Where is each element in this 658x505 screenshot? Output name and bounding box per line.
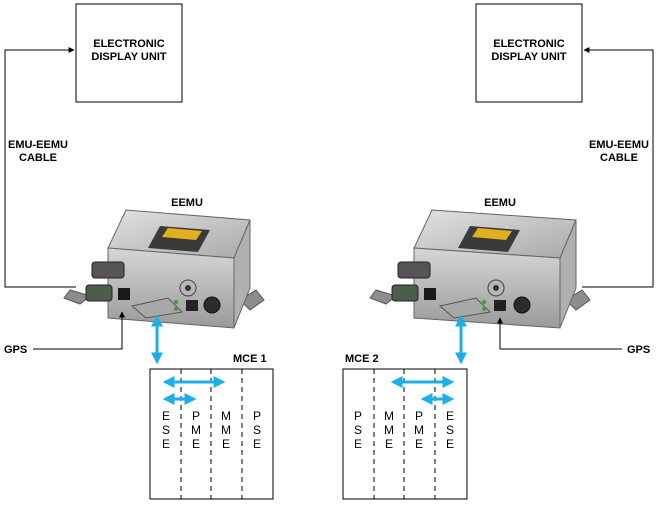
left-eemu-label: EEMU [171,197,203,209]
right-mce-col3-letter: P [415,409,423,423]
left-emu-eemu-cable [4,47,76,288]
left-mce-col1-letter: S [162,423,170,437]
right-mce-col-2: M M E [384,409,394,451]
left-mce-col2-letter: M [191,423,201,437]
left-gps-label: GPS [4,344,27,356]
right-mce-col-3: P M E [414,409,424,451]
right-display-unit-line2: DISPLAY UNIT [491,51,566,63]
right-mce-col3-letter: M [414,423,424,437]
right-display-unit-line1: ELECTRONIC [493,38,565,50]
left-display-unit-line2: DISPLAY UNIT [91,51,166,63]
left-mce-col1-letter: E [162,437,170,451]
right-mce-col4-letter: S [446,423,454,437]
right-gps-label: GPS [627,344,650,356]
left-mce-col4-letter: E [253,437,261,451]
right-mce-col1-letter: P [354,409,362,423]
right-mce-col2-letter: E [385,437,393,451]
left-mce-col2-letter: P [192,409,200,423]
left-mce-col3-letter: M [221,423,231,437]
left-display-unit-line1: ELECTRONIC [93,38,165,50]
right-mce-box [342,368,468,500]
right-mce-col4-letter: E [446,409,454,423]
left-eemu-device [63,209,265,329]
left-mce-col-2: P M E [191,409,201,451]
right-gps-line [497,317,622,350]
left-mce-col4-letter: S [253,423,261,437]
right-mce-col2-letter: M [384,423,394,437]
left-mce-col1-letter: E [162,409,170,423]
left-mce-col3-letter: M [221,409,231,423]
right-mce-col2-letter: M [384,409,394,423]
left-display-unit-box [75,3,183,103]
right-emu-eemu-cable [582,47,654,288]
left-cable-label-line2: CABLE [19,152,57,164]
right-cable-label-line2: CABLE [600,152,638,164]
right-mce-col4-letter: E [446,437,454,451]
right-mce-col-4: E S E [446,409,454,451]
left-mce-col2-letter: E [192,437,200,451]
right-mce-col1-letter: E [354,437,362,451]
left-mce-col-1: E S E [162,409,170,451]
right-mce-col1-letter: S [354,423,362,437]
left-mce-col3-letter: E [222,437,230,451]
left-cable-label-line1: EMU-EEMU [8,139,68,151]
left-mce-col-3: M M E [221,409,231,451]
left-mce-col4-letter: P [253,409,261,423]
right-eemu-device [369,209,591,329]
right-system: ELECTRONIC DISPLAY UNIT EMU-EEMU CABLE E… [342,3,654,500]
right-mce-col3-letter: E [415,437,423,451]
right-cable-label-line1: EMU-EEMU [589,139,649,151]
left-mce-title: MCE 1 [233,353,267,365]
right-eemu-label: EEMU [484,197,516,209]
left-system: ELECTRONIC DISPLAY UNIT EMU-EEMU CABLE E… [4,3,274,500]
right-mce-col-1: P S E [354,409,362,451]
left-gps-line [33,311,125,350]
right-mce-title: MCE 2 [345,353,379,365]
left-mce-col-4: P S E [253,409,261,451]
right-display-unit-box [475,3,583,103]
